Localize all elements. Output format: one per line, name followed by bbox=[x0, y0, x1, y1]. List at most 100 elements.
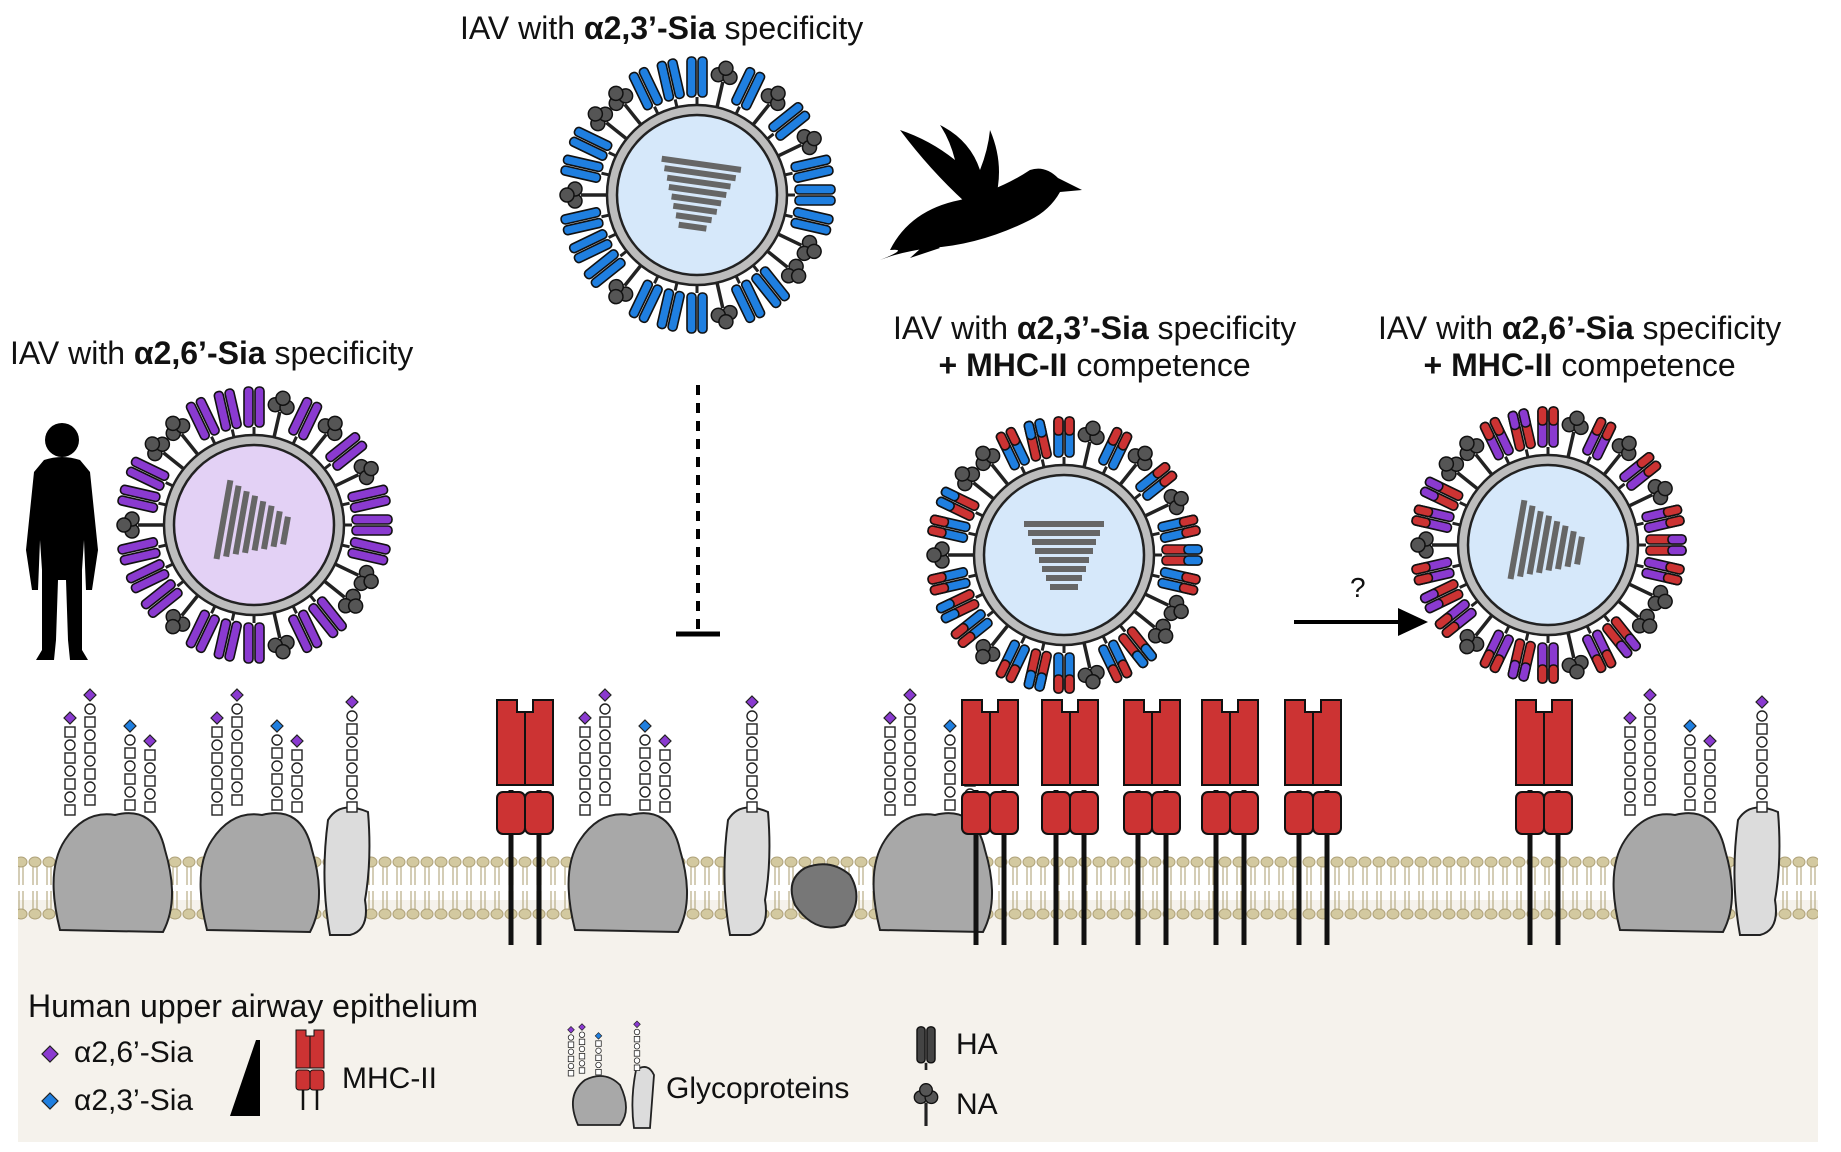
sugar-circle bbox=[639, 734, 651, 746]
rna-segment bbox=[1517, 505, 1536, 578]
spike bbox=[116, 511, 164, 539]
na-stalk bbox=[334, 473, 360, 488]
spike bbox=[288, 396, 323, 445]
spike bbox=[165, 415, 200, 456]
na-stalk bbox=[751, 103, 771, 126]
rna-segment bbox=[666, 174, 731, 190]
sugar-square bbox=[884, 778, 896, 790]
legend-sia26-icon bbox=[41, 1045, 59, 1063]
ha-half-left bbox=[794, 184, 836, 195]
sugar-circle bbox=[567, 1062, 575, 1070]
ha-half-left bbox=[768, 101, 804, 133]
spike bbox=[1023, 642, 1052, 692]
sugar-square bbox=[633, 1050, 641, 1057]
ha-stalk bbox=[1585, 625, 1592, 634]
rna-segment bbox=[672, 202, 718, 215]
sugar-square bbox=[595, 1054, 602, 1061]
mhc-domain-lower bbox=[1201, 791, 1231, 835]
ha-stalk bbox=[968, 573, 977, 579]
ha-half-right bbox=[560, 207, 602, 225]
ha-stalk bbox=[341, 543, 350, 549]
mhc-domain-lower bbox=[961, 791, 991, 835]
spike bbox=[1602, 614, 1642, 659]
na-stalk bbox=[334, 562, 360, 577]
sugar-square bbox=[1624, 804, 1636, 816]
rna-segment bbox=[1574, 536, 1585, 565]
ha-stalk bbox=[784, 213, 793, 219]
ha-stalk bbox=[1040, 642, 1046, 651]
mhc-ii bbox=[1515, 699, 1573, 945]
sialic-acid bbox=[598, 688, 612, 702]
sialic-acid bbox=[1703, 734, 1717, 748]
ha-stalk bbox=[1101, 466, 1108, 475]
sugar-square bbox=[1704, 801, 1716, 813]
ha-half-right bbox=[308, 603, 339, 639]
ha-head-right bbox=[1643, 460, 1662, 478]
spike bbox=[334, 458, 379, 488]
ha-head-left bbox=[929, 582, 950, 596]
ha-stalk bbox=[734, 275, 741, 284]
spike bbox=[1628, 582, 1673, 612]
legend-gradient-wedge-tip bbox=[230, 1040, 260, 1116]
ha-stalk bbox=[1133, 492, 1142, 501]
spike bbox=[975, 624, 1010, 665]
sugar-circle bbox=[231, 755, 243, 767]
spike bbox=[559, 181, 607, 209]
sugar-circle bbox=[1704, 788, 1716, 800]
spike bbox=[628, 66, 663, 115]
spike bbox=[1144, 592, 1189, 622]
ha-stalk bbox=[1635, 563, 1644, 569]
na-stalk bbox=[180, 594, 200, 617]
rna-segment bbox=[671, 193, 722, 207]
spike bbox=[267, 612, 295, 660]
rna-segments bbox=[1024, 521, 1104, 590]
sugar-square bbox=[599, 742, 611, 754]
legend-ha-shape bbox=[916, 1026, 936, 1070]
sugar-circle bbox=[144, 762, 156, 774]
ha-half-right bbox=[794, 195, 836, 206]
sugar-square bbox=[1756, 801, 1768, 813]
rna-segment bbox=[1024, 521, 1104, 527]
sugar-square bbox=[84, 742, 96, 754]
sugar-circle bbox=[124, 786, 136, 798]
spike bbox=[1617, 451, 1662, 491]
ha-stalk bbox=[734, 106, 741, 115]
sugar-circle bbox=[599, 755, 611, 767]
ha-head-right bbox=[1479, 649, 1495, 669]
spike bbox=[1133, 461, 1178, 501]
ha-half-right bbox=[254, 386, 265, 428]
spike bbox=[935, 486, 984, 521]
ha-half-left bbox=[759, 266, 791, 302]
na-head bbox=[1157, 628, 1174, 644]
spike bbox=[243, 386, 265, 435]
legend-glyco-label: Glycoproteins bbox=[666, 1072, 850, 1105]
ha-stalk bbox=[291, 436, 298, 445]
rna-segment bbox=[1035, 548, 1093, 554]
sugar-square bbox=[884, 752, 896, 764]
ha-half-right bbox=[790, 217, 832, 236]
sugar-circle bbox=[659, 788, 671, 800]
ha-stalk bbox=[291, 605, 298, 614]
ha-half-right bbox=[185, 609, 211, 649]
sugar-square bbox=[746, 801, 758, 813]
sialic-acid bbox=[903, 688, 917, 702]
sialic-acid bbox=[633, 1020, 641, 1029]
rna-segment bbox=[270, 510, 283, 548]
sugar-square bbox=[659, 749, 671, 761]
ha-half-right bbox=[119, 484, 161, 503]
mhc-ii bbox=[1201, 699, 1259, 945]
spike bbox=[267, 390, 295, 438]
glycoprotein-large bbox=[199, 688, 320, 934]
ha-stalk bbox=[1504, 625, 1511, 634]
spike bbox=[1459, 435, 1494, 476]
na-head bbox=[1085, 420, 1101, 437]
sugar-square bbox=[211, 778, 223, 790]
na-head bbox=[327, 415, 343, 432]
spike bbox=[125, 456, 174, 491]
mhc-domain-lower bbox=[1069, 791, 1099, 835]
na-head bbox=[608, 288, 624, 305]
mhc-domain-upper-left bbox=[1284, 699, 1314, 786]
na-stalk bbox=[1566, 431, 1576, 458]
sugar-circle bbox=[1644, 703, 1656, 715]
spike bbox=[1151, 514, 1201, 543]
